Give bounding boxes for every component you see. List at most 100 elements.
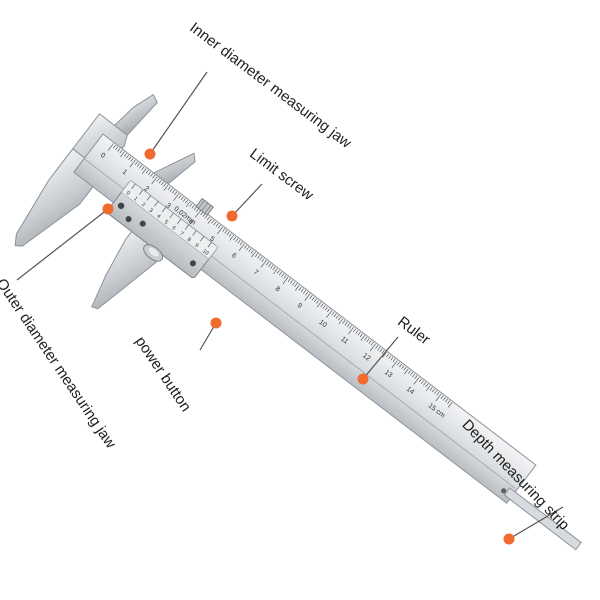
- main-scale-tick: [348, 326, 355, 335]
- main-scale-tick: [129, 159, 136, 168]
- main-scale-tick: [145, 169, 149, 174]
- main-scale-tick: [392, 358, 396, 363]
- main-scale-tick: [119, 149, 123, 154]
- main-scale-tick: [217, 225, 221, 229]
- dot-outer-jaw: [102, 203, 114, 215]
- leader-outer-jaw: [16, 208, 109, 281]
- main-scale-number: 4: [186, 219, 193, 227]
- main-scale-tick: [141, 166, 145, 171]
- main-scale-tick: [431, 388, 435, 393]
- main-scale-tick: [195, 208, 199, 212]
- main-scale-tick: [142, 168, 147, 174]
- main-scale-tick: [224, 230, 228, 234]
- main-scale-tick: [185, 199, 188, 204]
- main-scale-tick: [421, 380, 424, 384]
- beam-hole: [501, 488, 507, 494]
- main-scale-tick: [353, 328, 357, 333]
- main-scale-tick: [152, 174, 156, 179]
- main-scale-number: 13: [383, 369, 394, 379]
- main-scale-tick: [396, 361, 400, 366]
- main-scale-tick: [303, 290, 306, 294]
- main-scale-tick: [369, 343, 376, 352]
- slider-screw: [189, 260, 196, 267]
- main-scale-tick: [115, 146, 119, 151]
- main-scale-tick: [163, 183, 167, 187]
- vernier-tick: [161, 207, 167, 213]
- main-scale-tick: [436, 392, 440, 396]
- main-scale-tick: [257, 255, 261, 259]
- vernier-scale-ticks: [131, 183, 212, 248]
- main-scale-tick: [399, 363, 403, 368]
- main-scale-tick: [169, 188, 173, 192]
- main-scale-number: 3: [164, 202, 171, 210]
- main-scale-tick: [265, 261, 269, 266]
- main-scale-tick: [147, 171, 151, 176]
- main-scale-number: 10: [317, 319, 328, 329]
- power-button[interactable]: [141, 241, 166, 264]
- main-scale-tick: [379, 348, 383, 353]
- main-scale-tick: [388, 355, 392, 359]
- main-scale-tick: [335, 315, 339, 319]
- main-scale-tick: [316, 300, 320, 304]
- main-scale-tick: [333, 313, 337, 318]
- main-scale-tick: [313, 298, 317, 303]
- vernier-tick: [146, 195, 151, 201]
- main-scale-number: 6: [230, 252, 237, 260]
- main-scale-tick: [407, 370, 411, 374]
- main-scale-tick: [238, 243, 245, 251]
- slider-screw: [125, 216, 132, 223]
- main-scale-number: 2: [143, 185, 150, 193]
- main-scale-tick: [355, 330, 359, 334]
- main-scale-tick: [268, 263, 271, 267]
- main-scale-tick: [237, 240, 241, 244]
- leader-inner-jaw: [149, 71, 208, 155]
- main-scale-number: 14: [405, 386, 416, 396]
- main-scale-tick: [344, 321, 348, 326]
- main-scale-tick: [322, 305, 326, 309]
- main-scale-tick: [261, 258, 265, 262]
- callout-dots: [102, 148, 515, 545]
- main-scale-tick: [259, 256, 263, 261]
- main-scale-tick: [117, 148, 121, 152]
- main-scale-tick: [324, 306, 328, 311]
- main-scale-tick: [171, 189, 175, 194]
- main-scale-tick: [440, 395, 444, 399]
- vernier-number: 3: [148, 208, 154, 215]
- main-scale-tick: [447, 402, 453, 408]
- vernier-number: 7: [178, 231, 184, 238]
- main-scale-tick: [272, 266, 276, 271]
- main-scale-tick: [283, 275, 287, 279]
- main-scale-tick: [130, 158, 134, 162]
- main-scale-tick: [391, 360, 398, 368]
- main-scale-tick: [128, 156, 132, 161]
- main-scale-tick: [174, 191, 178, 196]
- main-scale-tick: [327, 308, 330, 313]
- main-scale-tick: [251, 251, 256, 258]
- main-scale-tick: [360, 335, 365, 341]
- main-scale-tick: [276, 270, 280, 274]
- main-scale-tick: [316, 301, 322, 308]
- main-scale-tick: [107, 143, 114, 151]
- main-scale-tick: [193, 206, 197, 211]
- main-scale-tick: [375, 345, 379, 349]
- main-scale-tick: [423, 382, 427, 386]
- main-scale-tick: [270, 265, 274, 269]
- vernier-tick: [177, 218, 182, 224]
- main-scale-tick: [163, 184, 169, 191]
- main-scale-tick: [309, 295, 313, 299]
- main-scale-tick: [161, 181, 164, 186]
- vernier-number: 2: [140, 202, 146, 209]
- dot-power-button: [210, 317, 222, 329]
- dot-limit-screw: [226, 210, 238, 222]
- leader-lines: [16, 71, 564, 540]
- main-scale-tick: [191, 204, 195, 209]
- main-scale-tick: [287, 278, 291, 283]
- vernier-number: 4: [155, 213, 161, 220]
- main-scale-tick: [229, 235, 234, 241]
- main-scale-tick: [200, 211, 204, 216]
- main-scale-tick: [134, 161, 138, 166]
- main-scale-tick: [244, 245, 247, 249]
- main-scale-tick: [173, 193, 180, 201]
- main-scale-tick: [216, 226, 223, 235]
